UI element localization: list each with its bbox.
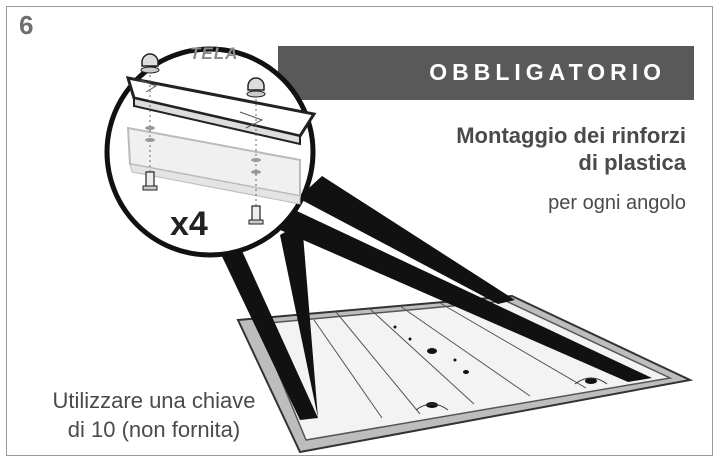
banner-label: OBBLIGATORIO <box>429 59 666 85</box>
washer-icon <box>145 126 261 174</box>
bolt-icon <box>142 171 158 191</box>
page-frame <box>6 6 713 456</box>
title-line-1: Montaggio dei rinforzi <box>456 123 686 148</box>
detail-parts <box>125 53 317 225</box>
tool-note-line-2: di 10 (non fornita) <box>67 417 241 442</box>
instruction-subtitle: per ogni angolo <box>548 192 686 214</box>
step-number: 6 <box>19 10 34 40</box>
mandatory-banner: OBBLIGATORIO <box>278 46 694 100</box>
title-line-2: di plastica <box>578 150 686 175</box>
cap-nut-icon <box>140 53 160 74</box>
mat-illustration <box>236 294 694 454</box>
zoom-beams <box>218 176 652 420</box>
tool-note: Utilizzare una chiave di 10 (non fornita… <box>34 386 274 444</box>
cap-nut-icon <box>246 77 266 98</box>
quantity-label: x4 <box>170 205 208 243</box>
material-label: TELA <box>190 44 239 63</box>
tool-note-line-1: Utilizzare una chiave <box>52 388 256 413</box>
bolt-icon <box>248 205 264 225</box>
instruction-title: Montaggio dei rinforzi di plastica <box>456 122 686 176</box>
